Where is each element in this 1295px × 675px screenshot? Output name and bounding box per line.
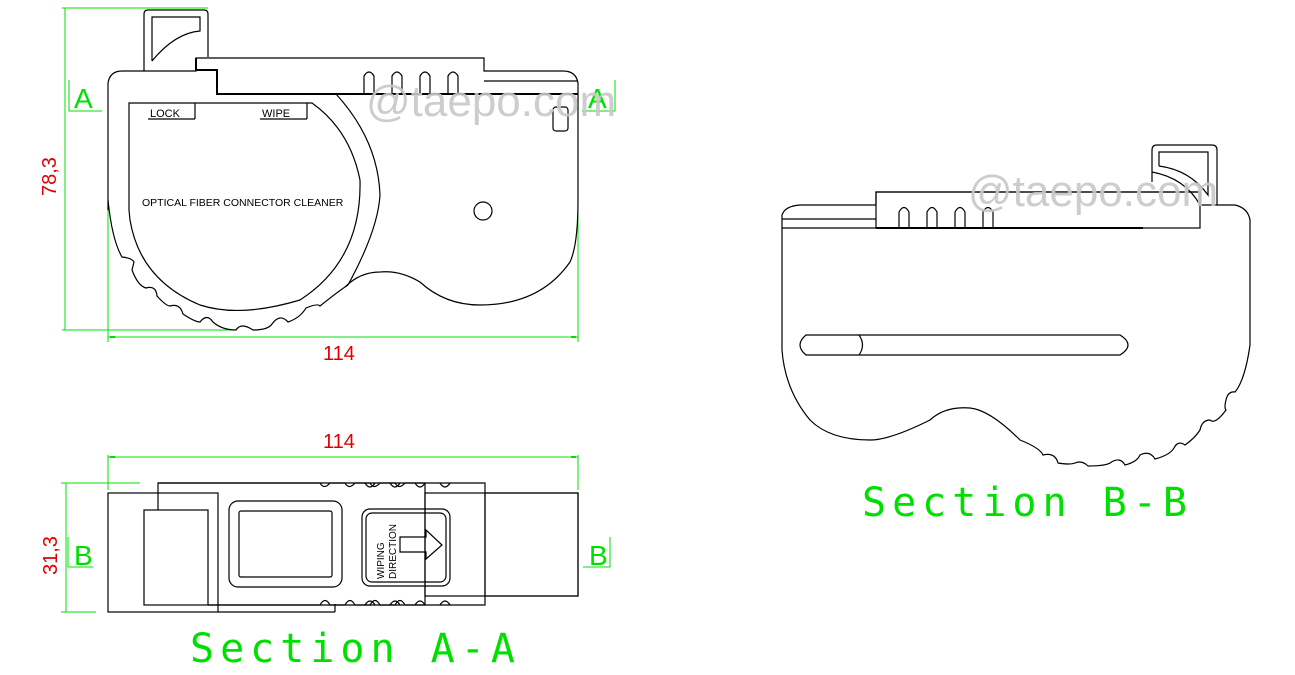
section-b-view: Section B-B (781, 144, 1251, 526)
lock-label: LOCK (150, 108, 181, 120)
section-a-view: 114 31,3 B B WIPING DIRECTION Section A- (40, 431, 611, 672)
wiping-label: WIPING (376, 542, 387, 579)
cut-marker-b-left: B (74, 540, 93, 571)
height-dimension-text: 78,3 (39, 157, 61, 196)
section-a-width-text: 114 (323, 431, 355, 453)
cleaning-window (228, 500, 343, 588)
cut-marker-a-right: A (588, 83, 607, 114)
cut-marker-a-left: A (74, 83, 93, 114)
wipe-label: WIPE (262, 108, 290, 120)
inner-window (128, 102, 361, 312)
guide-slot (799, 334, 1129, 356)
section-a-title: Section A-A (190, 626, 521, 672)
section-a-height-text: 31,3 (40, 536, 62, 575)
lock-tab (143, 9, 209, 71)
direction-label: DIRECTION (388, 524, 399, 579)
arrow-right-icon (399, 528, 443, 561)
cut-marker-b-right: B (589, 540, 608, 571)
section-b-title: Section B-B (862, 480, 1193, 526)
watermark-right: @taepo.com (968, 167, 1218, 216)
watermark-top: @taepo.com (366, 77, 616, 126)
section-b-body-outline (781, 191, 1251, 467)
top-view: 114 78,3 A A LOCK WIPE (39, 7, 616, 365)
cleaner-body-outline (107, 57, 579, 210)
pivot-hole (473, 201, 493, 221)
wiping-direction-panel (361, 508, 451, 587)
width-dimension-text: 114 (323, 343, 355, 365)
product-name-label: OPTICAL FIBER CONNECTOR CLEANER (142, 197, 344, 209)
